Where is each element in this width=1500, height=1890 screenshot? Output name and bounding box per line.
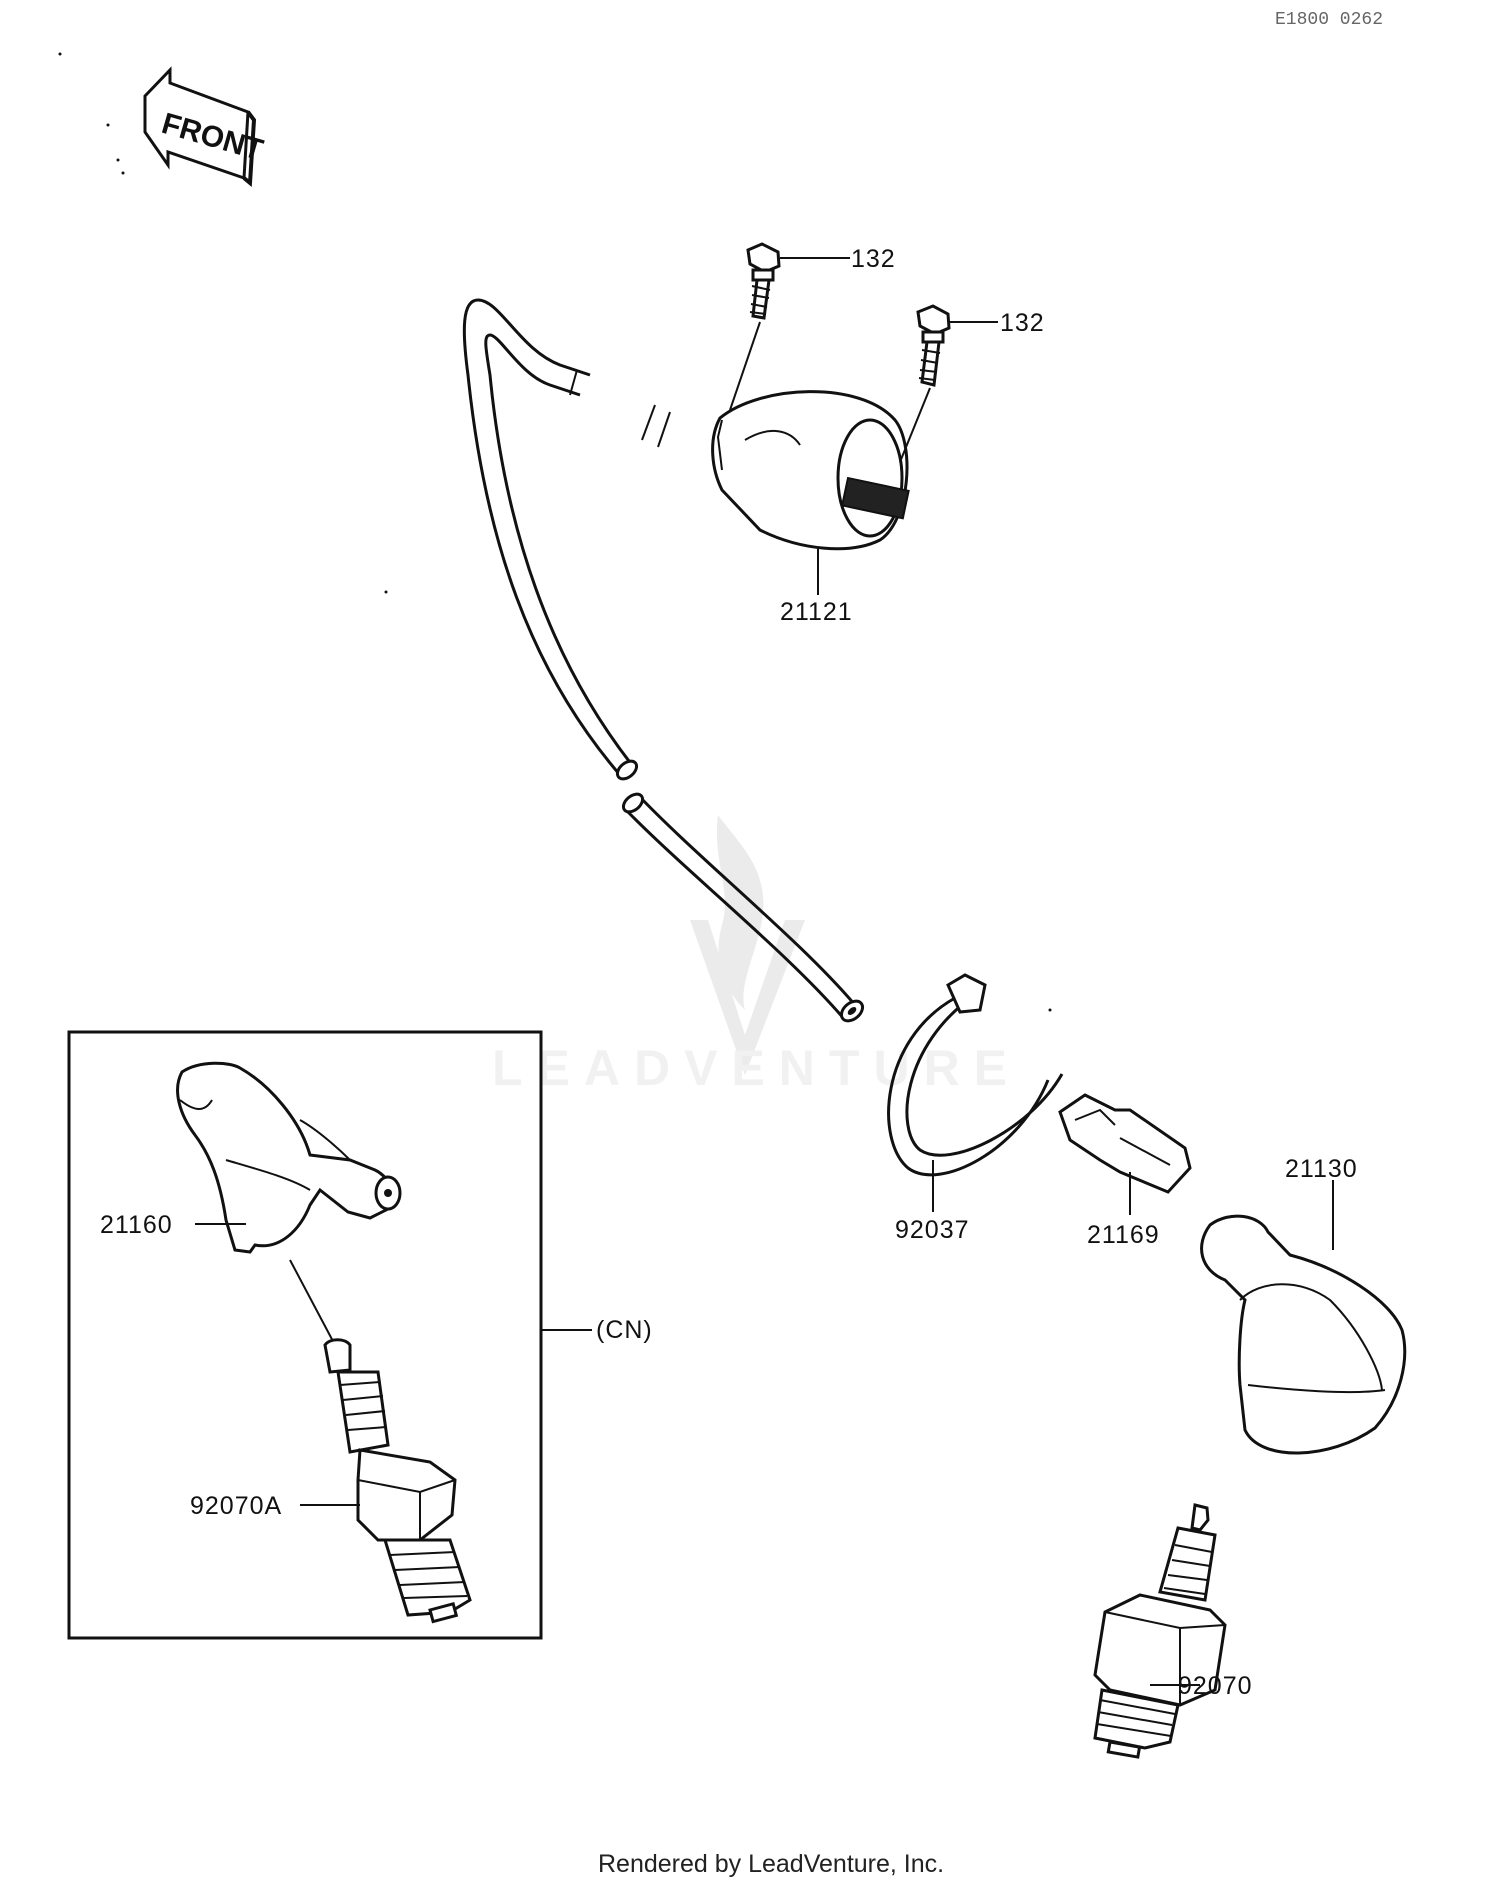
watermark-logo: LEADVENTURE [492, 815, 1021, 1096]
callout-92037: 92037 [895, 1216, 970, 1244]
callout-132-right: 132 [1000, 309, 1045, 337]
callout-92070: 92070 [1178, 1672, 1253, 1700]
callout-21169: 21169 [1087, 1221, 1160, 1249]
reference-code: E1800 0262 [1275, 10, 1383, 30]
cn-variant-box [67, 1030, 592, 1640]
plug-cap [1200, 1180, 1407, 1455]
callout-132-upper: 132 [851, 245, 896, 273]
high-tension-lead [462, 298, 865, 1023]
callout-92070a: 92070A [190, 1492, 282, 1520]
clamp [1058, 1093, 1192, 1215]
watermark-text: LEADVENTURE [492, 1040, 1021, 1096]
spark-plug-cn [300, 1338, 472, 1624]
footer-credit: Rendered by LeadVenture, Inc. [598, 1850, 944, 1878]
callout-21130: 21130 [1285, 1155, 1358, 1183]
bolt-upper [729, 242, 850, 411]
spark-plug [1093, 1503, 1227, 1759]
bolt-right [899, 304, 998, 463]
callout-21121: 21121 [780, 598, 853, 626]
front-arrow: FRONT [58, 52, 266, 188]
callout-21160: 21160 [100, 1211, 173, 1239]
callout-cn: (CN) [596, 1316, 653, 1344]
cable-band [887, 973, 1064, 1212]
plug-cap-cn [176, 1061, 402, 1346]
ignition-coil [711, 390, 910, 551]
